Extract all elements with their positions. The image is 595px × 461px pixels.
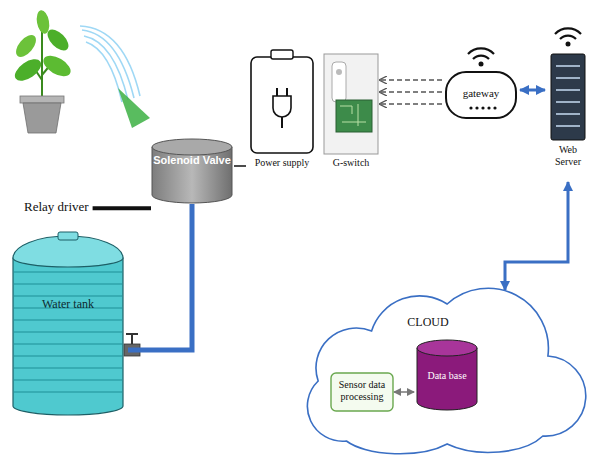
g-switch: G-switch bbox=[322, 48, 380, 180]
process-box: Sensor data processing bbox=[330, 372, 394, 412]
plant bbox=[11, 9, 74, 133]
power-supply: Power supply bbox=[246, 48, 318, 180]
valve-outline bbox=[150, 138, 234, 204]
water-spray bbox=[80, 26, 150, 128]
connector bbox=[394, 391, 414, 393]
connector bbox=[380, 91, 442, 92]
node-label: Data base bbox=[427, 370, 466, 381]
connector bbox=[380, 79, 442, 80]
connector bbox=[128, 204, 192, 350]
connector bbox=[520, 89, 545, 92]
node-label: Solenoid Valve bbox=[153, 154, 231, 166]
tap bbox=[124, 334, 140, 356]
node-label: Web Server bbox=[555, 144, 581, 167]
connector bbox=[505, 182, 568, 290]
relay-wire bbox=[93, 206, 151, 210]
cloud: CLOUD Sensor data processing Data base bbox=[296, 276, 560, 456]
node-label: Water tank bbox=[42, 297, 94, 311]
node-label: G-switch bbox=[333, 157, 370, 168]
part-label: Relay driver bbox=[24, 199, 89, 214]
web-server: Web Server bbox=[545, 26, 591, 182]
node-label: Power supply bbox=[255, 157, 310, 168]
database-cylinder: Data base bbox=[414, 338, 480, 412]
water-tank: Water tank bbox=[8, 228, 128, 418]
node-label: Sensor data processing bbox=[339, 379, 385, 402]
connector bbox=[234, 165, 246, 167]
node-label: gateway bbox=[463, 87, 500, 99]
gateway-device: gateway bbox=[442, 44, 520, 130]
connector bbox=[380, 103, 442, 104]
tank-outline bbox=[8, 228, 128, 418]
solenoid-valve: Solenoid Valve bbox=[150, 138, 234, 204]
node-label: CLOUD bbox=[407, 315, 448, 329]
